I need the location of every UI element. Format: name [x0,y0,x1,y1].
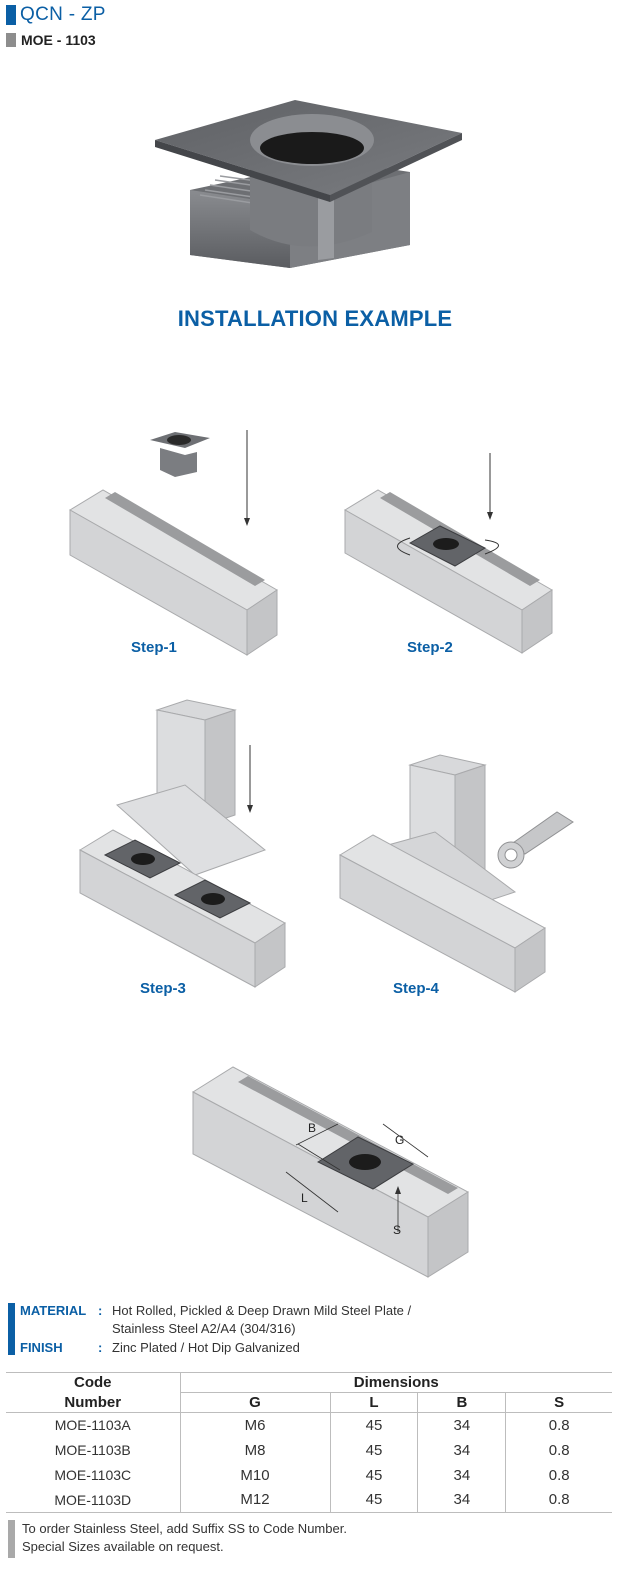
dimension-label-s: S [393,1223,401,1237]
note-marker [8,1520,15,1558]
code-header-line1: Code [6,1372,180,1393]
material-value-line2: Stainless Steel A2/A4 (304/316) [112,1321,296,1336]
product-image [155,100,462,268]
step-4-label: Step-4 [393,980,439,997]
material-colon: : [98,1303,103,1318]
product-code-header: MOE - 1103 [6,32,96,48]
product-family: QCN - ZP [20,4,106,25]
l-cell: 45 [329,1462,418,1488]
dimension-diagram: B G L S [192,1066,469,1278]
dimension-label-g: G [395,1133,404,1147]
g-cell: M8 [179,1437,331,1463]
table-row: MOE-1103C M10 45 34 0.8 [6,1462,612,1488]
dimensions-table: Code Dimensions Number G L B S MOE-1103A… [6,1372,612,1513]
b-cell: 34 [417,1412,506,1438]
dimensions-header: Dimensions [179,1372,612,1393]
b-cell: 34 [417,1437,506,1463]
step-2-illustration [344,453,553,654]
note-line-1: To order Stainless Steel, add Suffix SS … [22,1521,347,1536]
step-3-illustration [78,699,286,988]
step-1-label: Step-1 [131,639,177,656]
code-cell: MOE-1103A [54,1417,131,1434]
b-cell: 34 [417,1487,506,1513]
l-cell: 45 [329,1487,418,1513]
step-2-label: Step-2 [407,639,453,656]
code-header-line2: Number [6,1392,180,1413]
s-cell: 0.8 [505,1437,612,1463]
product-family-header: QCN - ZP [6,4,106,26]
column-header-b: B [417,1392,506,1413]
l-cell: 45 [329,1412,418,1438]
finish-key: FINISH [20,1340,63,1355]
material-value-line1: Hot Rolled, Pickled & Deep Drawn Mild St… [112,1303,412,1318]
code-cell: MOE-1103D [6,1487,180,1513]
g-cell: M12 [179,1487,331,1513]
g-cell: M6 [179,1412,331,1438]
note-line-2: Special Sizes available on request. [22,1539,224,1554]
step-4-illustration [338,754,574,993]
b-cell: 34 [417,1462,506,1488]
column-header-l: L [329,1392,418,1413]
blue-marker [6,5,16,25]
table-row: MOE-1103B M8 45 34 0.8 [6,1437,612,1463]
finish-colon: : [98,1340,103,1355]
material-key: MATERIAL [20,1303,87,1318]
code-cell: MOE-1103B [54,1442,131,1458]
step-3-label: Step-3 [140,980,186,997]
table-row: MOE-1103D M12 45 34 0.8 [6,1487,612,1513]
section-title: INSTALLATION EXAMPLE [177,306,453,331]
l-cell: 45 [329,1437,418,1463]
s-cell: 0.8 [505,1462,612,1488]
product-code: MOE - 1103 [21,32,96,48]
column-header-s: S [505,1392,612,1413]
finish-value: Zinc Plated / Hot Dip Galvanized [112,1340,300,1355]
g-cell: M10 [179,1462,331,1488]
table-row: MOE-1103A M6 45 34 0.8 [6,1412,612,1438]
spec-marker [8,1303,15,1355]
s-cell: 0.8 [505,1412,612,1438]
dimension-label-l: L [301,1191,308,1205]
code-cell: MOE-1103C [54,1467,132,1483]
column-header-g: G [179,1392,331,1413]
step-1-illustration [69,430,278,656]
gray-marker [6,33,16,47]
s-cell: 0.8 [505,1487,612,1513]
dimension-label-b: B [308,1121,316,1135]
